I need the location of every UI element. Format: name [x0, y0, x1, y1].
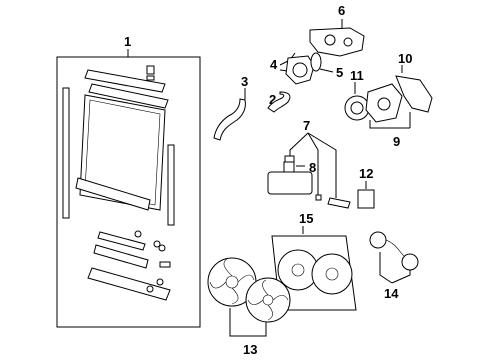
- radiator-core-inner: [84, 99, 161, 206]
- radiator-drain-plug: [134, 230, 142, 238]
- callout-5: 5: [336, 65, 343, 80]
- callout-1: 1: [124, 34, 131, 49]
- fan-motor-left-wire: [385, 239, 405, 257]
- leader-9a: [369, 120, 410, 129]
- pulley-hub: [350, 101, 364, 115]
- radiator-cap: [146, 65, 155, 75]
- callout-6: 6: [338, 3, 345, 18]
- callout-14: 14: [384, 286, 399, 301]
- radiator-lower-tank: [75, 177, 151, 211]
- coolant-reservoir: [267, 161, 313, 195]
- fan-right-blades: [247, 279, 289, 321]
- fan-left-blades: [209, 257, 255, 305]
- water-outlet: [309, 27, 365, 57]
- callout-13: 13: [243, 342, 257, 357]
- radiator-assembly: [56, 56, 201, 328]
- water-pump-port: [377, 97, 391, 111]
- reservoir-tank: [267, 171, 313, 195]
- water-outlet-body: [309, 27, 365, 57]
- fan-motor-right-body: [401, 253, 419, 271]
- reservoir-hose: [327, 197, 351, 209]
- reservoir-cap: [284, 155, 295, 163]
- radiator-core: [79, 94, 166, 211]
- fan-motor-right: [401, 253, 419, 271]
- fan-shroud: [271, 235, 357, 311]
- callout-2: 2: [269, 92, 276, 107]
- callout-4: 4: [270, 57, 278, 72]
- leader-7b: [307, 132, 319, 195]
- callout-15: 15: [299, 211, 313, 226]
- water-pump: [365, 83, 403, 123]
- radiator-petcock: [159, 261, 171, 268]
- water-pump-gasket: [395, 75, 433, 113]
- upper-hose: [213, 98, 246, 141]
- leader-14a: [379, 252, 393, 284]
- reservoir-clip: [315, 194, 322, 201]
- radiator-assembly-frame: [56, 56, 201, 328]
- radiator-plug-2: [153, 240, 161, 248]
- radiator-upper-tank: [84, 69, 166, 93]
- radiator-side-support-right: [167, 144, 175, 226]
- fan-blade-right: [245, 277, 291, 323]
- callout-3: 3: [241, 74, 248, 89]
- callout-11: 11: [350, 68, 364, 83]
- water-outlet-port-2: [343, 37, 353, 47]
- shroud-fan-ring-right: [311, 253, 353, 295]
- lower-hose: [267, 91, 291, 113]
- radiator-side-support-left: [62, 87, 70, 219]
- radiator-plug-3: [158, 244, 166, 252]
- leader-5: [319, 68, 334, 73]
- callout-8: 8: [309, 160, 316, 175]
- thermostat-housing: [285, 55, 315, 85]
- water-pump-pulley: [344, 95, 370, 121]
- fan-relay: [357, 189, 375, 209]
- thermostat-gasket: [310, 52, 322, 72]
- radiator-drain-bracket: [97, 231, 146, 251]
- water-outlet-port-1: [324, 34, 336, 46]
- reservoir-neck: [283, 161, 295, 173]
- callout-12: 12: [359, 166, 373, 181]
- fan-right-ring: [245, 277, 291, 323]
- callout-7: 7: [303, 118, 310, 133]
- radiator-plug-5: [156, 278, 164, 286]
- shroud-hub-left: [291, 263, 305, 277]
- leader-7a: [289, 132, 309, 158]
- fan-motor-left-body: [369, 231, 387, 249]
- leader-7c: [307, 132, 337, 198]
- fan-motor-left: [369, 231, 405, 257]
- radiator-lower-seal: [93, 244, 149, 269]
- radiator-plug-4: [146, 285, 154, 293]
- shroud-hub-right: [325, 267, 339, 281]
- radiator-cap-base: [146, 75, 155, 81]
- callout-10: 10: [398, 51, 412, 66]
- leader-13a: [229, 308, 248, 337]
- radiator-upper-seal: [88, 83, 169, 109]
- thermostat-outlet: [292, 62, 308, 78]
- leader-13b: [248, 322, 267, 337]
- callout-9: 9: [393, 134, 400, 149]
